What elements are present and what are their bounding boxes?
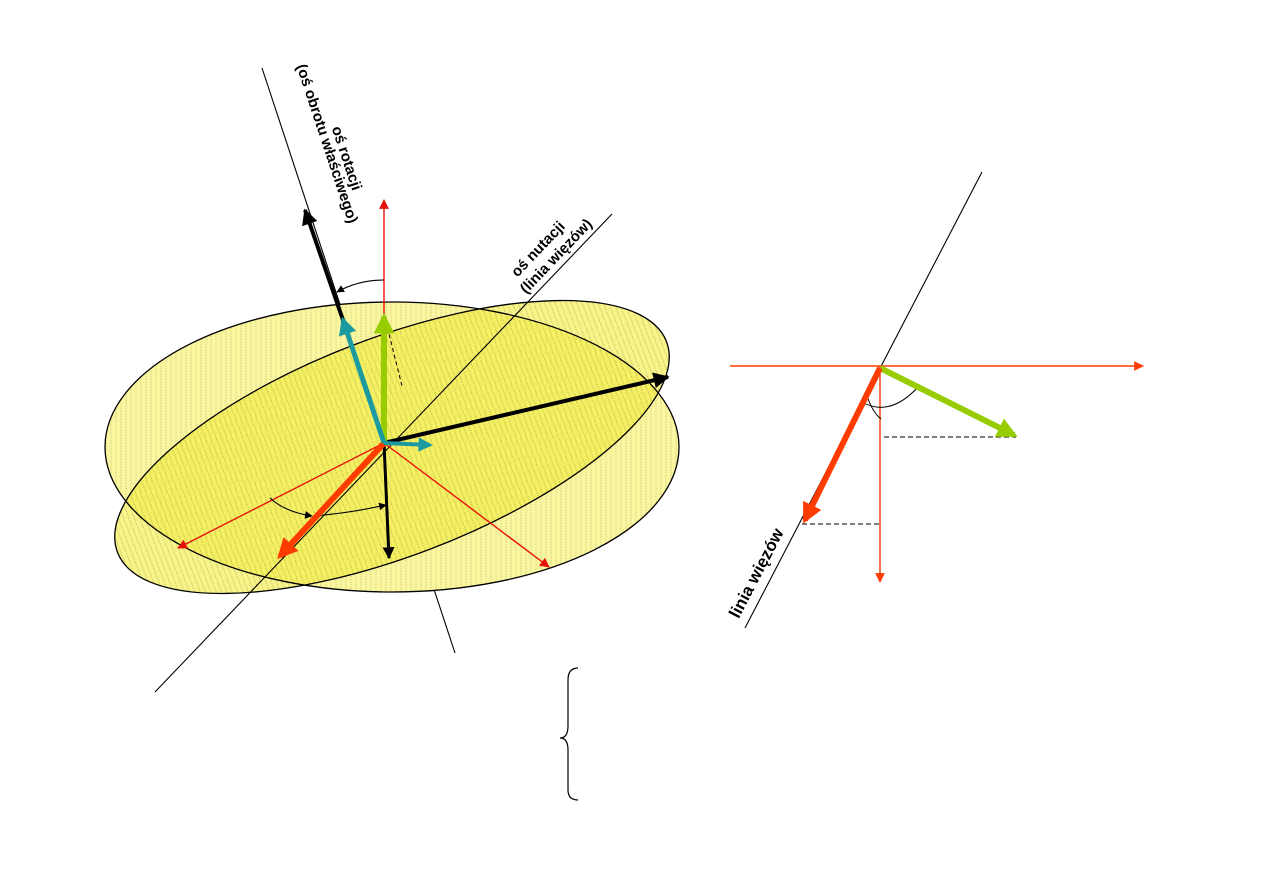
- nutation-angle-arc: [336, 279, 385, 293]
- fixed-x-axis: [177, 442, 385, 549]
- angle-arc-outer: [861, 385, 920, 408]
- projection-green-vector: [878, 365, 1018, 438]
- rotation-axis-label: oś rotacji (oś obrotu właściwego): [293, 62, 365, 226]
- fixed-plane-outline: [104, 301, 680, 593]
- rotation-axis-vector: [302, 208, 345, 321]
- nutation-vector: [383, 437, 433, 452]
- body-x-vector: [383, 372, 670, 445]
- nutation-axis-label: oś nutacji (linia więzów): [508, 216, 596, 298]
- body-down-vector: [382, 442, 395, 560]
- dashed-projection: [383, 313, 403, 387]
- left-3d-figure: oś rotacji (oś obrotu właściwego) oś nut…: [104, 62, 680, 693]
- spin-vector: [339, 316, 387, 444]
- right-projection-figure: linia więzów: [725, 171, 1144, 629]
- fixed-y-axis: [383, 442, 550, 568]
- body-plane-hatch: [114, 300, 670, 594]
- angular-velocity-vector: [277, 440, 387, 560]
- projection-orange-vector: [802, 366, 883, 524]
- curly-brace: [559, 667, 579, 801]
- precession-angle-arc: [269, 497, 313, 519]
